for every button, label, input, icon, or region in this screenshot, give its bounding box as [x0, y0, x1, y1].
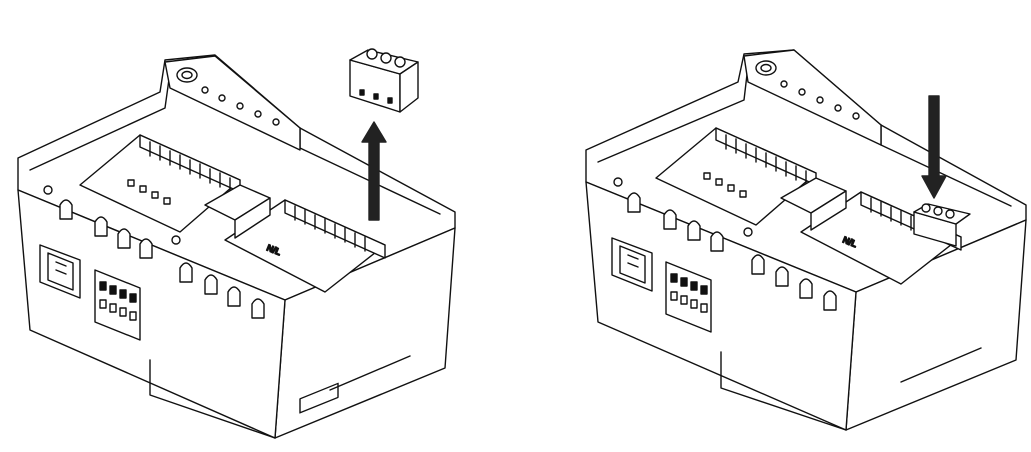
device-drawing-left: N/L — [17, 48, 456, 439]
left-diagram-panel: N/L — [0, 0, 515, 452]
arrow-up-icon — [361, 121, 387, 221]
plug-connector-inserted — [913, 203, 971, 247]
ethernet-port — [39, 244, 81, 299]
middle-connector — [780, 177, 847, 231]
front-clips — [43, 185, 265, 319]
terminal-block-left — [655, 127, 817, 226]
front-clips — [613, 177, 837, 311]
ethernet-port — [611, 237, 653, 292]
device-drawing-right: N/L — [585, 49, 1027, 431]
middle-connector — [204, 184, 271, 239]
enclosure-body — [585, 49, 1027, 431]
plug-connector-removed — [349, 48, 419, 113]
right-diagram-panel: N/L — [516, 0, 1031, 452]
front-terminal — [665, 261, 712, 333]
front-terminal — [94, 269, 141, 341]
rear-housing — [743, 49, 882, 146]
arrow-down-icon — [921, 95, 947, 199]
terminal-block-right: N/L — [224, 199, 386, 293]
rear-housing — [164, 55, 301, 151]
